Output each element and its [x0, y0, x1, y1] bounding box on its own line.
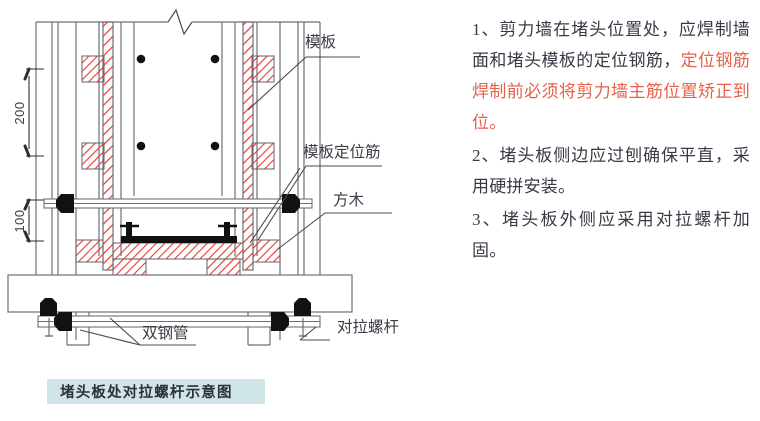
upper-tie-rod-assembly	[43, 194, 313, 213]
lower-left-bolt-head	[54, 312, 72, 331]
square-timber-blocks	[75, 239, 281, 263]
lower-tie-rod-assembly	[37, 312, 321, 331]
right-inner-lines	[221, 22, 236, 256]
wall-top-edge	[36, 8, 320, 36]
callout-formwork-label: 模板	[305, 33, 336, 51]
vertical-tie-rods	[40, 298, 311, 337]
note-1-text: 剪力墙在堵头位置处，应焊制墙面和堵头模板的定位钢筋，	[472, 20, 750, 70]
dimension-200-label: 200	[12, 101, 27, 124]
wall-rebar-dots	[136, 54, 220, 151]
callout-leaders	[79, 56, 392, 346]
center-right-stub	[224, 222, 230, 238]
note-1-tail: 。	[489, 113, 507, 132]
note-item-1: 1、剪力墙在堵头位置处，应焊制墙面和堵头模板的定位钢筋，定位钢筋焊制前必须将剪力…	[472, 14, 750, 138]
center-formwork-detail	[112, 222, 244, 278]
center-steel-bar	[121, 236, 237, 243]
diagram-caption-box: 堵头板处对拉螺杆示意图	[47, 379, 265, 404]
notes-panel: 1、剪力墙在堵头位置处，应焊制墙面和堵头模板的定位钢筋，定位钢筋焊制前必须将剪力…	[472, 14, 750, 268]
diagram-caption-label: 堵头板处对拉螺杆示意图	[60, 385, 233, 401]
right-square-timber	[252, 239, 281, 263]
right-lower-positioning-block	[251, 142, 275, 170]
dimension-100-label: 100	[12, 209, 27, 232]
lower-right-bolt-head	[271, 312, 289, 331]
drawing-canvas: 200 100	[7, 8, 399, 346]
callout-double-steel-pipe-label: 双钢管	[142, 324, 189, 342]
note-item-2: 2、堵头板侧边应过刨确保平直，采用硬拼安装。	[472, 140, 750, 202]
note-3-text: 堵头板外侧应采用对拉螺杆加固。	[472, 210, 750, 260]
construction-detail-drawing: 200 100	[7, 8, 399, 346]
note-2-text: 堵头板侧边应过刨确保平直，采用硬拼安装。	[472, 146, 750, 196]
right-upper-positioning-block	[251, 55, 275, 83]
note-item-3: 3、堵头板外侧应采用对拉螺杆加固。	[472, 204, 750, 266]
callout-square-timber-label: 方木	[333, 191, 365, 209]
note-2-index: 2、	[472, 146, 500, 165]
end-plate-horizontal	[112, 242, 244, 260]
callout-positioning-rebar-label: 模板定位筋	[303, 143, 381, 161]
end-plate-left-leg	[112, 258, 147, 278]
left-upper-positioning-block	[81, 55, 105, 83]
left-square-timber	[75, 239, 104, 263]
dimension-100	[23, 198, 44, 243]
end-plate-right-leg	[206, 258, 241, 278]
left-lower-positioning-block	[81, 142, 105, 170]
dimension-200	[23, 67, 44, 158]
note-3-index: 3、	[472, 210, 502, 229]
note-1-highlight: 定位钢筋焊制前必须将剪力墙主筋位置矫正到位	[472, 51, 750, 132]
note-1-index: 1、	[472, 20, 500, 39]
callout-tie-rod-label: 对拉螺杆	[337, 318, 399, 336]
center-left-stub	[126, 222, 132, 238]
left-inner-lines	[120, 22, 135, 256]
upper-right-bolt-head	[282, 194, 300, 213]
upper-left-bolt-head	[56, 194, 74, 213]
